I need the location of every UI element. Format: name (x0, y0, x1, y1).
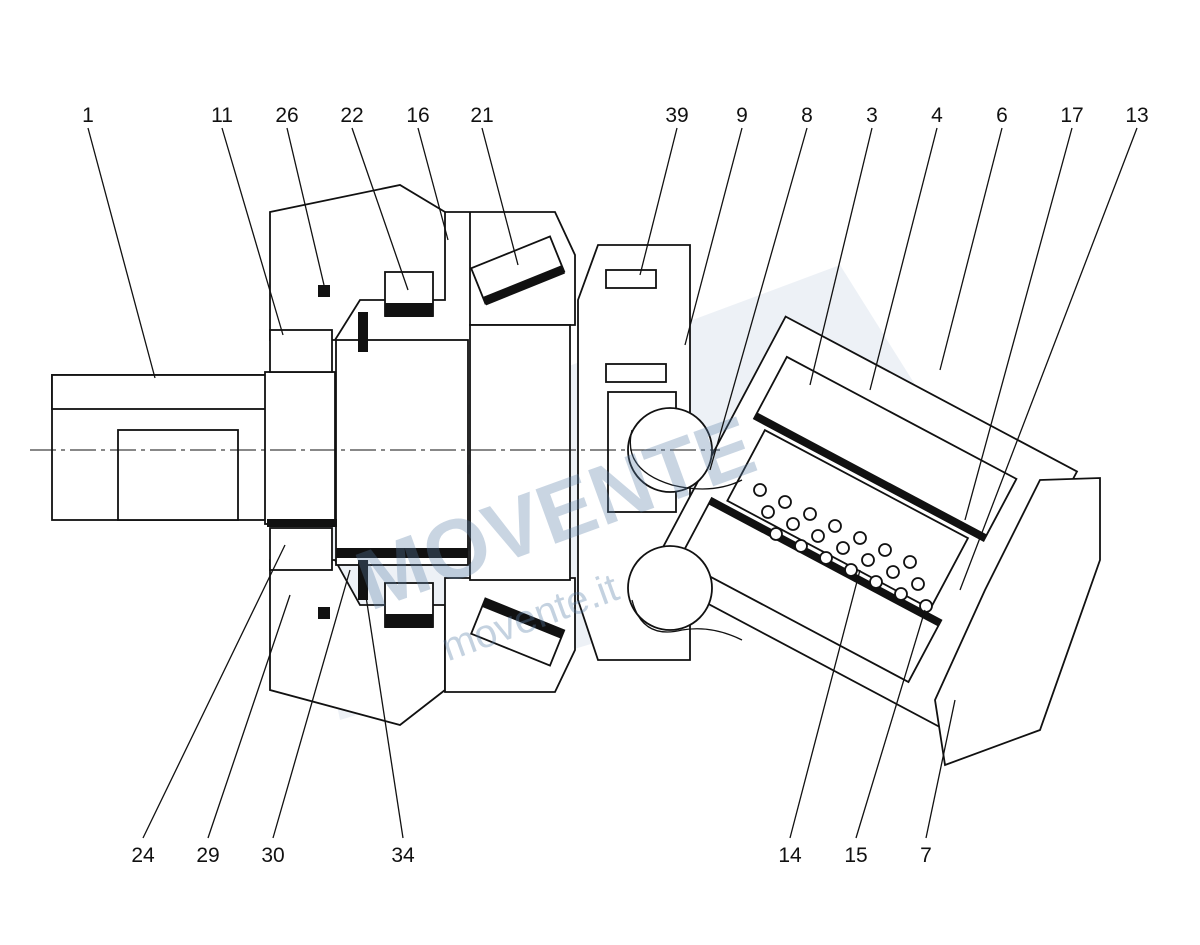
leader-line (417, 127, 449, 241)
leader-line (87, 127, 156, 379)
spring-coil (869, 575, 883, 589)
leader-line (272, 569, 351, 839)
callout-label: 7 (920, 844, 932, 867)
leader-line (221, 127, 284, 336)
spring-coil (794, 539, 808, 553)
callout-label: 13 (1125, 104, 1148, 127)
spring-coil (811, 529, 825, 543)
callout-label: 17 (1060, 104, 1083, 127)
spring-coil (886, 565, 900, 579)
spring-coil (894, 587, 908, 601)
leader-line (869, 127, 938, 391)
callout-label: 16 (406, 104, 429, 127)
leader-line (639, 127, 678, 276)
spring-coil (803, 507, 817, 521)
spring-coil (753, 483, 767, 497)
callout-label: 9 (736, 104, 748, 127)
callout-label: 1 (82, 104, 94, 127)
output-shaft (51, 371, 336, 525)
callout-label: 30 (261, 844, 284, 867)
end-cover (934, 477, 1101, 767)
spring-coil (911, 577, 925, 591)
callout-label: 15 (844, 844, 867, 867)
spring-coil (786, 517, 800, 531)
callout-label: 8 (801, 104, 813, 127)
callout-label: 26 (275, 104, 298, 127)
spring-coil (878, 543, 892, 557)
leader-line (959, 127, 1138, 591)
spring-coil (778, 495, 792, 509)
leader-line (684, 127, 743, 346)
callout-label: 14 (778, 844, 802, 867)
leader-line (142, 544, 286, 839)
spring-coil (819, 551, 833, 565)
spring-coil (903, 555, 917, 569)
leader-line (809, 127, 873, 386)
leader-line (351, 127, 409, 291)
leader-line (207, 594, 291, 839)
leader-line (481, 127, 519, 266)
bottom-callouts: 24 29 30 34 14 15 7 (131, 544, 956, 867)
callout-label: 39 (665, 104, 688, 127)
callout-label: 11 (211, 104, 233, 127)
spring-coil (761, 505, 775, 519)
bearing-housing (444, 211, 576, 693)
leader-line (925, 699, 956, 839)
callout-label: 3 (866, 104, 878, 127)
callout-label: 24 (131, 844, 155, 867)
leader-line (364, 589, 404, 839)
leader-line (964, 127, 1073, 521)
leader-line (855, 609, 926, 839)
callout-label: 34 (391, 844, 415, 867)
callout-label: 29 (196, 844, 219, 867)
spring-coil (844, 563, 858, 577)
spring-coil (861, 553, 875, 567)
callout-label: 6 (996, 104, 1008, 127)
callout-label: 4 (931, 104, 943, 127)
spring-coil (769, 527, 783, 541)
leader-line (789, 569, 861, 839)
spring-coil (836, 541, 850, 555)
leader-line (939, 127, 1003, 371)
spring-coil (919, 599, 933, 613)
leader-line (709, 127, 808, 471)
spring-coil (853, 531, 867, 545)
spring-coil (828, 519, 842, 533)
callout-label: 21 (470, 104, 493, 127)
leader-line (286, 127, 325, 286)
center-spring (753, 483, 933, 613)
callout-label: 22 (340, 104, 363, 127)
